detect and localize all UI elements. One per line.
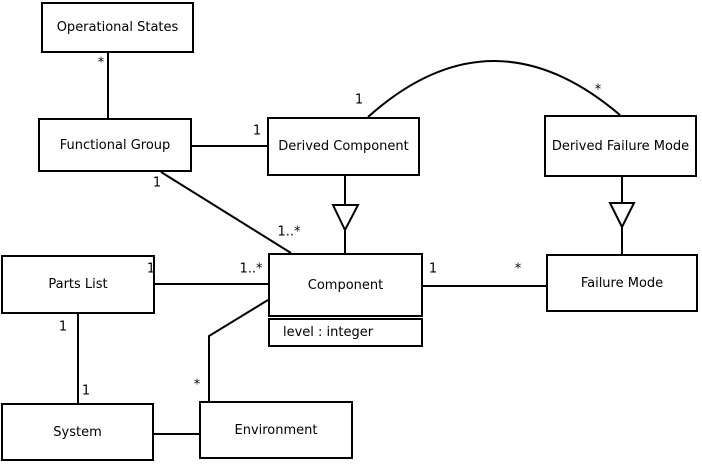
class-box-derived-component[interactable]: Derived Component xyxy=(267,117,420,176)
class-name-label: System xyxy=(53,424,102,440)
class-box-operational-states[interactable]: Operational States xyxy=(41,2,194,53)
class-name-label: Derived Component xyxy=(278,139,409,154)
multiplicity-parts-list-bottom-end: 1 xyxy=(58,319,68,335)
class-name-label: Component xyxy=(307,277,384,293)
association-line-functional-group-component xyxy=(160,171,292,254)
class-name-label: Operational States xyxy=(56,20,179,35)
multiplicity-operational-states-end: * xyxy=(97,55,105,71)
multiplicity-arc-derived-failure-mode-end: * xyxy=(594,82,602,98)
class-name-label: Derived Failure Mode xyxy=(551,138,690,154)
multiplicity-component-end-to-failure-mode: 1 xyxy=(428,261,438,277)
class-box-environment[interactable]: Environment xyxy=(199,401,353,459)
generalization-triangle-icon-component xyxy=(331,204,360,233)
class-box-system[interactable]: System xyxy=(1,403,154,461)
class-box-failure-mode[interactable]: Failure Mode xyxy=(546,254,698,312)
multiplicity-system-end: 1 xyxy=(81,383,91,399)
class-name-label: Failure Mode xyxy=(580,275,664,291)
association-arc-derived-component-derived-failure-mode xyxy=(367,60,621,118)
class-box-functional-group[interactable]: Functional Group xyxy=(38,118,192,172)
class-attribute-compartment-component[interactable]: level : integer xyxy=(268,318,423,347)
multiplicity-functional-group-end: 1 xyxy=(152,175,162,191)
association-line-component-environment xyxy=(208,299,269,401)
multiplicity-component-end-from-parts-list: 1..* xyxy=(239,261,263,277)
multiplicity-environment-end: * xyxy=(193,377,201,393)
multiplicity-parts-list-end: 1 xyxy=(146,261,156,277)
class-attribute-label: level : integer xyxy=(283,325,374,340)
class-box-component[interactable]: Component xyxy=(268,253,423,317)
class-name-label: Parts List xyxy=(48,277,108,292)
multiplicity-failure-mode-end: * xyxy=(514,261,522,277)
multiplicity-arc-derived-component-end: 1 xyxy=(354,92,364,108)
class-box-parts-list[interactable]: Parts List xyxy=(1,255,155,314)
multiplicity-derived-component-end: 1 xyxy=(252,123,262,139)
class-name-label: Functional Group xyxy=(59,137,171,153)
class-name-label: Environment xyxy=(234,422,318,438)
generalization-triangle-icon-failure-mode xyxy=(608,202,636,230)
class-box-derived-failure-mode[interactable]: Derived Failure Mode xyxy=(544,115,697,177)
multiplicity-component-end-from-functional-group: 1..* xyxy=(277,224,301,240)
